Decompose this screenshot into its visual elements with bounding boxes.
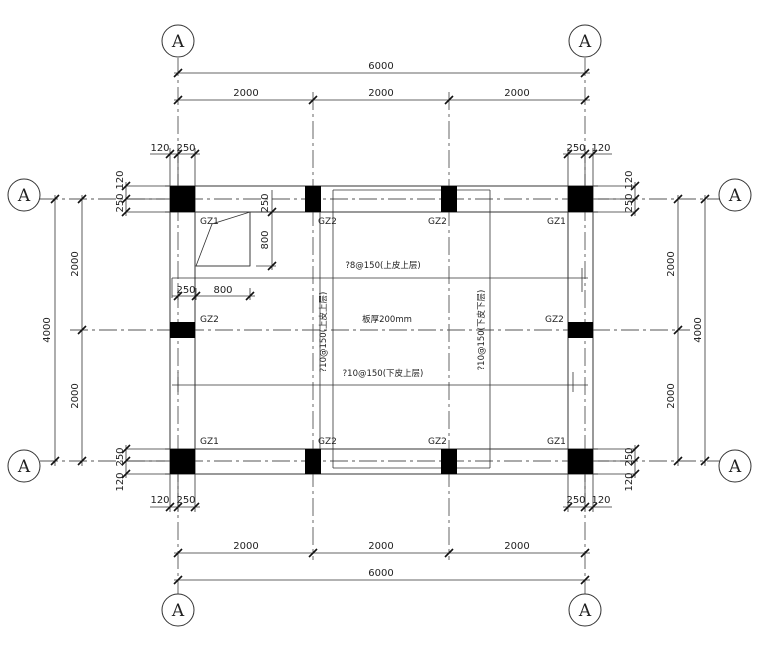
column-label: GZ2 bbox=[428, 217, 447, 227]
edge-offset-dim: 120 bbox=[115, 472, 126, 491]
column-label: GZ1 bbox=[200, 437, 219, 447]
span-dim: 2000 bbox=[233, 88, 258, 99]
axis-bubble: A bbox=[161, 593, 195, 627]
axis-bubble-label: A bbox=[728, 186, 742, 206]
axis-bubble-label: A bbox=[578, 32, 592, 52]
overall-width-dim: 6000 bbox=[368, 568, 393, 579]
edge-offset-dim: 120 bbox=[624, 170, 635, 189]
column-size-dim: 250 bbox=[176, 143, 195, 154]
column-label: GZ2 bbox=[545, 315, 564, 325]
axis-bubble-label: A bbox=[17, 186, 31, 206]
span-dim: 2000 bbox=[70, 383, 81, 408]
column-gz1 bbox=[568, 449, 593, 474]
opening-width-dim: 800 bbox=[213, 285, 232, 296]
column-size-dim: 250 bbox=[566, 143, 585, 154]
column-label: GZ1 bbox=[547, 437, 566, 447]
column-size-dim: 250 bbox=[624, 447, 635, 466]
slab-notes: ?8@150(上皮上层) 板厚200mm ?10@150(下皮上层) ?10@1… bbox=[318, 260, 487, 379]
span-dim: 2000 bbox=[666, 251, 677, 276]
grid-axes bbox=[40, 58, 720, 598]
column-label: GZ2 bbox=[318, 437, 337, 447]
column-label: GZ1 bbox=[547, 217, 566, 227]
edge-offset-dim: 120 bbox=[591, 143, 610, 154]
column-label: GZ2 bbox=[428, 437, 447, 447]
bottom-dimensions: 120 250 250 120 2000 2000 2000 6000 bbox=[150, 474, 612, 585]
column-size-dim: 250 bbox=[115, 193, 126, 212]
edge-offset-dim: 120 bbox=[115, 170, 126, 189]
axis-bubble: A bbox=[161, 24, 195, 58]
column-gz2 bbox=[441, 186, 457, 212]
column-label: GZ2 bbox=[200, 315, 219, 325]
column-gz2 bbox=[441, 449, 457, 474]
edge-offset-dim: 120 bbox=[150, 143, 169, 154]
columns bbox=[170, 186, 593, 474]
column-label: GZ1 bbox=[200, 217, 219, 227]
opening-height-dim: 800 bbox=[260, 230, 271, 249]
left-dimensions: 4000 2000 2000 120 250 250 120 bbox=[42, 170, 165, 492]
axis-bubble: A bbox=[568, 593, 602, 627]
column-label: GZ2 bbox=[318, 217, 337, 227]
span-dim: 2000 bbox=[666, 383, 677, 408]
edge-offset-dim: 120 bbox=[624, 472, 635, 491]
axis-bubble: A bbox=[718, 449, 752, 483]
column-gz2 bbox=[568, 322, 593, 338]
axis-bubble: A bbox=[7, 178, 41, 212]
bottom-rebar-note: ?10@150(下皮上层) bbox=[343, 368, 424, 379]
slab-opening: 800 250 250 800 bbox=[172, 190, 277, 301]
axis-bubble-label: A bbox=[17, 457, 31, 477]
axis-bubble-label: A bbox=[171, 601, 185, 621]
axis-bubbles: A A A A A A A A bbox=[7, 24, 752, 627]
column-gz1 bbox=[170, 449, 195, 474]
axis-bubble-label: A bbox=[171, 32, 185, 52]
slab-thickness-note: 板厚200mm bbox=[362, 314, 412, 325]
axis-bubble: A bbox=[718, 178, 752, 212]
opening-col-dim: 250 bbox=[176, 285, 195, 296]
overall-height-dim: 4000 bbox=[42, 317, 53, 342]
span-dim: 2000 bbox=[504, 88, 529, 99]
top-dimensions: 6000 2000 2000 2000 120 250 250 120 bbox=[150, 61, 612, 186]
column-labels: GZ1 GZ2 GZ2 GZ1 GZ2 GZ2 GZ1 GZ2 GZ2 GZ1 bbox=[200, 217, 566, 447]
column-gz2 bbox=[170, 322, 195, 338]
column-size-dim: 250 bbox=[260, 193, 271, 212]
vertical-rebar-left-note: ?10@150(上皮上层) bbox=[318, 292, 329, 373]
column-size-dim: 250 bbox=[624, 193, 635, 212]
axis-bubble: A bbox=[7, 449, 41, 483]
span-dim: 2000 bbox=[368, 88, 393, 99]
span-dim: 2000 bbox=[70, 251, 81, 276]
column-gz1 bbox=[568, 186, 593, 212]
column-gz2 bbox=[305, 449, 321, 474]
column-size-dim: 250 bbox=[115, 447, 126, 466]
column-gz2 bbox=[305, 186, 321, 212]
edge-offset-dim: 120 bbox=[150, 495, 169, 506]
right-dimensions: 4000 2000 2000 120 250 250 120 bbox=[598, 170, 710, 492]
column-size-dim: 250 bbox=[566, 495, 585, 506]
axis-bubble-label: A bbox=[578, 601, 592, 621]
axis-bubble-label: A bbox=[728, 457, 742, 477]
span-dim: 2000 bbox=[368, 541, 393, 552]
overall-width-dim: 6000 bbox=[368, 61, 393, 72]
span-dim: 2000 bbox=[504, 541, 529, 552]
column-gz1 bbox=[170, 186, 195, 212]
edge-offset-dim: 120 bbox=[591, 495, 610, 506]
column-size-dim: 250 bbox=[176, 495, 195, 506]
span-dim: 2000 bbox=[233, 541, 258, 552]
top-rebar-note: ?8@150(上皮上层) bbox=[345, 260, 420, 271]
overall-height-dim: 4000 bbox=[693, 317, 704, 342]
vertical-rebar-right-note: ?10@150(下皮下层) bbox=[476, 290, 487, 371]
axis-bubble: A bbox=[568, 24, 602, 58]
